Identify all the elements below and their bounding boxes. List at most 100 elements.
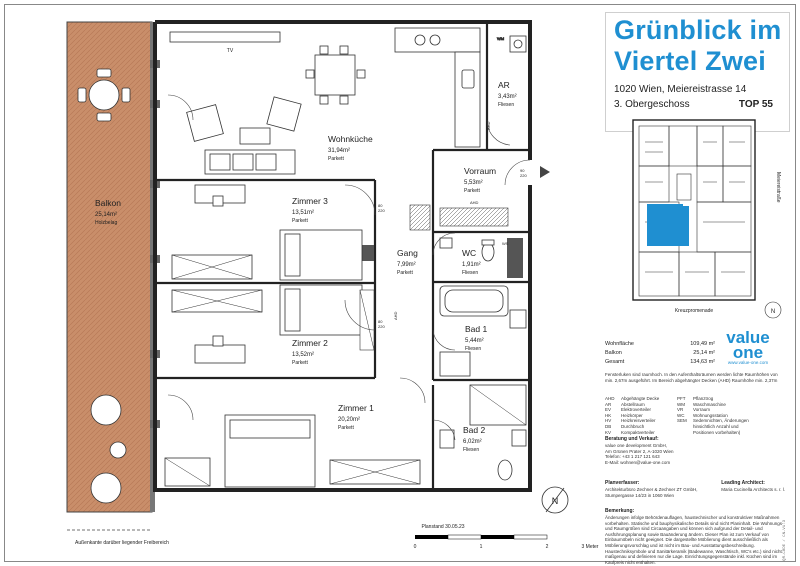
scale-tick: 3 Meter xyxy=(582,544,599,550)
svg-text:31,94m²: 31,94m² xyxy=(328,148,350,154)
page-frame xyxy=(4,4,796,562)
svg-text:13,52m²: 13,52m² xyxy=(292,352,314,358)
room1-furniture xyxy=(164,414,421,488)
svg-text:Parkett: Parkett xyxy=(464,188,480,194)
door-width: 80 xyxy=(378,319,383,324)
sales-contact: Beratung und Verkauf: value one developm… xyxy=(605,436,785,465)
wardrobe xyxy=(359,207,509,351)
brand-name-line2: one xyxy=(732,343,764,362)
floor-row: 3. Obergeschoss TOP 55 xyxy=(614,99,789,110)
planner-left: Planverfasser: Architekturbüro Zechner &… xyxy=(605,480,697,498)
architect-line: Maria Cucinella Architects s. r. l. xyxy=(721,487,785,492)
abbr-code: HV xyxy=(605,418,612,424)
abbr-code: EV xyxy=(605,407,612,413)
svg-text:20,20m²: 20,20m² xyxy=(338,417,360,423)
remarks-text: Änderungen infolge Behördenauflagen, hau… xyxy=(605,515,784,565)
door-swings xyxy=(167,94,531,441)
ws-mark: WS xyxy=(502,241,509,246)
outer-walls xyxy=(153,20,532,492)
ahd-mark: AHD xyxy=(393,311,398,320)
room-labels: Wohnküche 31,94m² Parkett AR 3,43m² Flie… xyxy=(95,80,517,453)
svg-text:Bad 2: Bad 2 xyxy=(463,425,485,435)
svg-text:Zimmer 1: Zimmer 1 xyxy=(338,403,374,413)
technical-marks: AHD AHD AHD WS 80 220 80 220 90 220 xyxy=(378,121,527,329)
abbr-text: Kompaktverteiler xyxy=(621,429,655,435)
abbr-text: Durchbruch xyxy=(621,423,645,429)
svg-text:Fliesen: Fliesen xyxy=(462,270,478,276)
label-vorraum: Vorraum 5,53m² Parkett xyxy=(464,166,496,194)
label-zimmer1: Zimmer 1 20,20m² Parkett xyxy=(338,403,374,431)
svg-text:5,53m²: 5,53m² xyxy=(464,180,483,186)
svg-text:Parkett: Parkett xyxy=(338,425,354,431)
abbr-text: Vorraum xyxy=(693,407,711,413)
area-value: 25,14 m² xyxy=(693,350,715,356)
label-bad1: Bad 1 5,44m² Fliesen xyxy=(465,324,487,352)
abbr-code: DB xyxy=(605,423,612,429)
area-row: Balkon 25,14 m² xyxy=(605,349,715,358)
abbr-code: KV xyxy=(605,429,612,435)
kitchen-counter xyxy=(394,27,481,148)
abbr-code: VR xyxy=(677,407,684,413)
svg-text:1,91m²: 1,91m² xyxy=(462,262,481,268)
abbr-code xyxy=(677,430,691,436)
abbr-code: SEM xyxy=(677,418,687,424)
planner-heading: Planverfasser: xyxy=(605,480,640,486)
svg-text:Balkon: Balkon xyxy=(95,198,121,208)
svg-text:Zimmer 2: Zimmer 2 xyxy=(292,338,328,348)
abbr-text: Sedemnichten, Änderungen xyxy=(693,418,749,424)
interior-walls xyxy=(155,22,530,490)
area-label: Balkon xyxy=(605,350,622,356)
floor-label: 3. Obergeschoss xyxy=(614,99,690,110)
abbr-code: WM xyxy=(677,401,685,407)
dining-table xyxy=(305,45,366,105)
key-plan: Meiereistraße Kreuzpromenade N xyxy=(632,119,782,319)
title-box: Grünblick im Viertel Zwei 1020 Wien, Mei… xyxy=(605,12,790,132)
svg-text:Parkett: Parkett xyxy=(292,218,308,224)
project-title-line1: Grünblick im xyxy=(614,15,782,45)
tv-label: TV xyxy=(227,48,234,54)
abbr-text: Positionen vorbehalten) xyxy=(693,429,741,435)
svg-text:Vorraum: Vorraum xyxy=(464,166,496,176)
room2-furniture xyxy=(171,284,363,364)
label-zimmer3: Zimmer 3 13,51m² Parkett xyxy=(292,196,328,224)
label-wohnkueche: Wohnküche 31,94m² Parkett xyxy=(328,134,373,162)
door-height: 220 xyxy=(378,324,385,329)
label-gang: Gang 7,99m² Parkett xyxy=(397,248,418,276)
planner-line: Stumpergasse 14/23 in 1060 Wien xyxy=(605,492,675,498)
wm-label: WM xyxy=(497,36,504,41)
door-height: 220 xyxy=(378,208,385,213)
svg-text:3,43m²: 3,43m² xyxy=(498,94,517,100)
area-table: Wohnfläche 109,49 m² Balkon 25,14 m² Ges… xyxy=(605,340,715,367)
door-height: 220 xyxy=(520,173,527,178)
svg-text:Fliesen: Fliesen xyxy=(463,447,479,453)
svg-text:Gang: Gang xyxy=(397,248,418,258)
project-title-line2: Viertel Zwei xyxy=(614,46,766,76)
remarks-heading: Bemerkung: xyxy=(605,508,635,514)
svg-text:25,14m²: 25,14m² xyxy=(95,212,117,218)
sales-line: E-Mail: wohnen@value-one.com xyxy=(605,459,671,465)
info-panel: Grünblick im Viertel Zwei 1020 Wien, Mei… xyxy=(605,8,793,565)
scale-tick: 2 xyxy=(546,544,549,550)
abbr-text: Pflanztrog xyxy=(693,396,714,401)
area-row: Gesamt 134,63 m² xyxy=(605,358,715,367)
label-bad2: Bad 2 6,02m² Fliesen xyxy=(463,425,485,453)
label-balkon: Balkon 25,14m² Holzbelag xyxy=(95,198,121,226)
planner-right: Leading Architect: Maria Cucinella Archi… xyxy=(721,480,785,498)
sales-line: Am Grünen Prater 2, A-1020 Wien xyxy=(605,448,674,454)
svg-text:Fliesen: Fliesen xyxy=(465,346,481,352)
svg-text:Zimmer 3: Zimmer 3 xyxy=(292,196,328,206)
balcony-lounge-chairs xyxy=(90,394,127,504)
svg-text:Parkett: Parkett xyxy=(397,270,413,276)
planner-line: Architekturbüro Zechner & Zechner ZT Gmb… xyxy=(605,487,698,492)
unit-label: TOP 55 xyxy=(738,99,773,110)
abbr-code: AR xyxy=(605,401,612,407)
scale-bar: Planstand 30.05.23 0 1 2 3 Meter xyxy=(414,524,599,550)
abbr-text: Waschmaschine xyxy=(693,401,726,407)
svg-text:N: N xyxy=(552,496,559,506)
abbr-text: Abstellraum xyxy=(621,401,645,407)
brand-logo: value one www.value-one.com xyxy=(713,329,783,365)
scale-tick: 1 xyxy=(480,544,483,550)
svg-text:Fliesen: Fliesen xyxy=(498,102,514,108)
balcony-dining-table xyxy=(77,68,131,122)
svg-text:WC: WC xyxy=(462,248,476,258)
